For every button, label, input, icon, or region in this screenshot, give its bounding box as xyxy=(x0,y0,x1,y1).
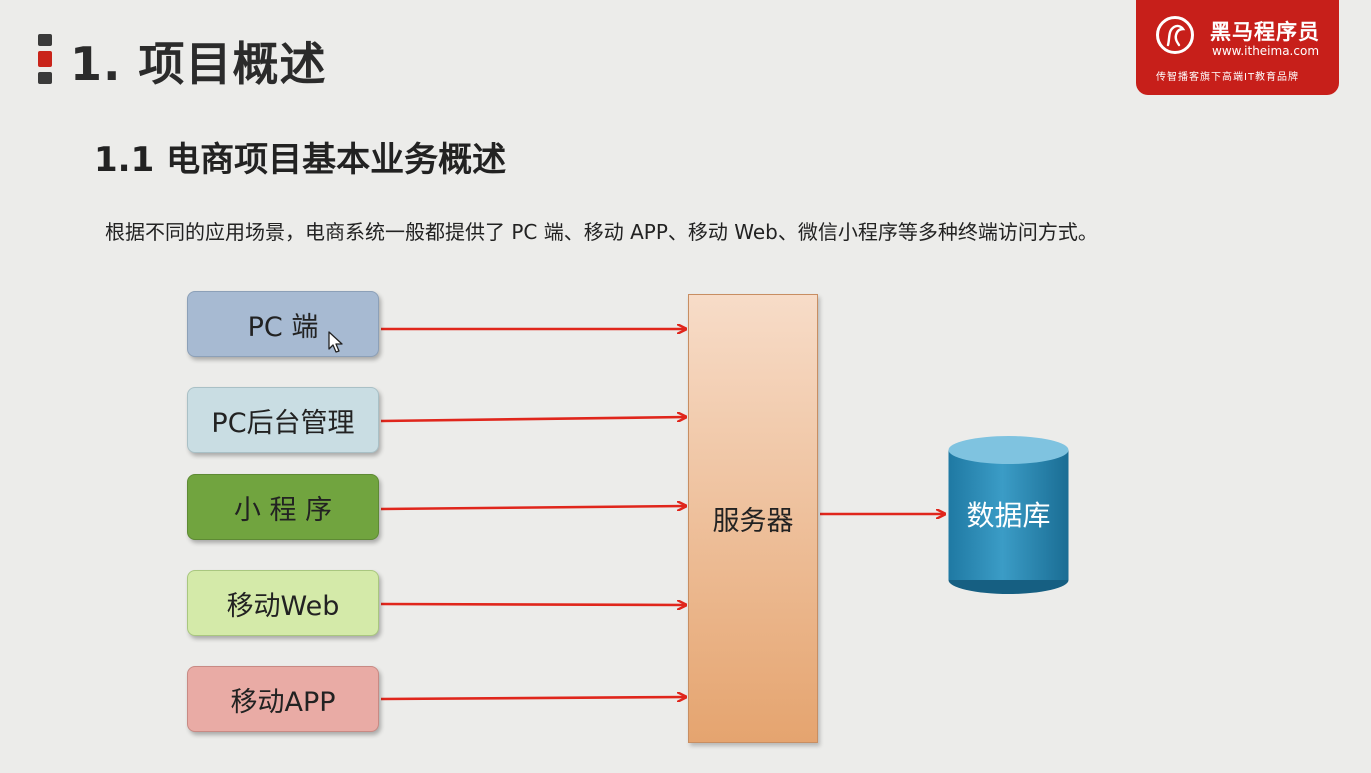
logo-name: 黑马程序员 xyxy=(1210,20,1320,44)
arrow-mini-to-server xyxy=(380,506,686,509)
itheima-logo: 黑马程序员 www.itheima.com 传智播客旗下高端IT教育品牌 xyxy=(1136,0,1339,95)
database-icon xyxy=(948,436,1069,594)
section-title: 1.1 电商项目基本业务概述 xyxy=(94,140,507,180)
logo-url: www.itheima.com xyxy=(1212,44,1320,58)
mouse-cursor-icon xyxy=(328,331,343,353)
arrow-web-to-server xyxy=(380,604,686,605)
client-pc: PC 端 xyxy=(187,291,379,357)
page-title: 1. 项目概述 xyxy=(70,37,327,91)
database-cylinder: 数据库 xyxy=(947,434,1070,596)
client-mobile-web: 移动Web xyxy=(187,570,379,636)
client-mini-program: 小 程 序 xyxy=(187,474,379,540)
database-label: 数据库 xyxy=(966,499,1051,532)
server-box: 服务器 xyxy=(688,294,818,743)
client-pc-admin: PC后台管理 xyxy=(187,387,379,453)
section-description: 根据不同的应用场景，电商系统一般都提供了 PC 端、移动 APP、移动 Web、… xyxy=(105,220,1098,244)
logo-tagline: 传智播客旗下高端IT教育品牌 xyxy=(1156,72,1300,83)
arrow-admin-to-server xyxy=(380,417,686,423)
title-marker xyxy=(38,34,52,84)
horse-logo-icon xyxy=(1156,16,1194,54)
arrow-app-to-server xyxy=(380,697,686,699)
client-mobile-app: 移动APP xyxy=(187,666,379,732)
